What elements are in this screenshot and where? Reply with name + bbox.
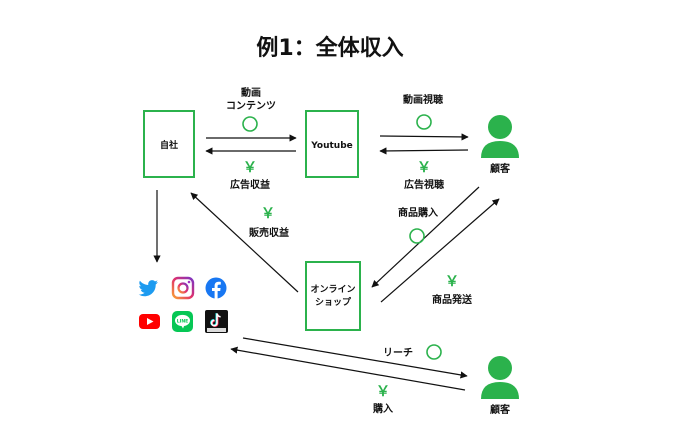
svg-text:LINE: LINE [177,319,189,325]
arrow-sales-to-company [190,192,299,293]
youtube-label: Youtube [310,141,353,151]
yen-icon: ￥ [417,160,431,176]
online-shop-node: オンライン ショップ [305,261,361,331]
label-video-content-1: 動画 [241,86,261,99]
person-icon [488,115,512,139]
yen-icon: ￥ [445,274,459,290]
label-reach: リーチ [383,347,413,359]
value-circle-icon [242,116,258,132]
tiktok-icon [205,310,228,333]
arrow-viewing-to-customer [379,133,469,141]
instagram-icon [171,276,195,300]
facebook-icon [205,277,227,299]
arrow-ad-viewing-to-youtube [379,147,469,155]
youtube-icon [139,314,160,329]
customer-top-label: 顧客 [490,162,511,175]
yen-icon: ￥ [261,206,275,222]
arrow-purchase-to-shop [371,186,480,288]
youtube-node: Youtube [305,110,359,178]
value-circle-icon [416,114,432,130]
line-icon: LINE [172,311,193,332]
label-video-viewing: 動画視聴 [403,93,443,106]
value-circle-icon [426,344,442,360]
person-icon [488,356,512,380]
label-sales-revenue: 販売収益 [249,226,289,239]
arrow-shipping-to-customer [380,198,500,303]
arrow-reach-to-customer [242,337,468,379]
customer-bottom-label: 顧客 [490,403,511,416]
customer-bottom-node: 顧客 [481,356,519,416]
shop-label-line2: ショップ [315,296,352,308]
label-product-purchase: 商品購入 [398,206,438,219]
page-title: 例1：全体収入 [256,35,403,61]
company-label: 自社 [160,139,178,151]
company-node: 自社 [143,110,195,178]
label-product-shipping: 商品発送 [432,293,473,306]
twitter-icon [138,280,158,297]
customer-top-node: 顧客 [481,115,519,175]
label-ad-viewing: 広告視聴 [404,178,444,191]
label-ad-revenue: 広告収益 [230,178,270,191]
yen-icon: ￥ [376,384,390,400]
yen-icon: ￥ [243,160,257,176]
value-circle-icon [409,228,425,244]
person-body-icon [481,141,519,158]
person-body-icon [481,382,519,399]
label-purchase: 購入 [372,402,393,415]
label-video-content-2: コンテンツ [226,100,276,112]
shop-label-line1: オンライン [310,284,355,295]
arrow-purchase-to-company [230,346,466,391]
